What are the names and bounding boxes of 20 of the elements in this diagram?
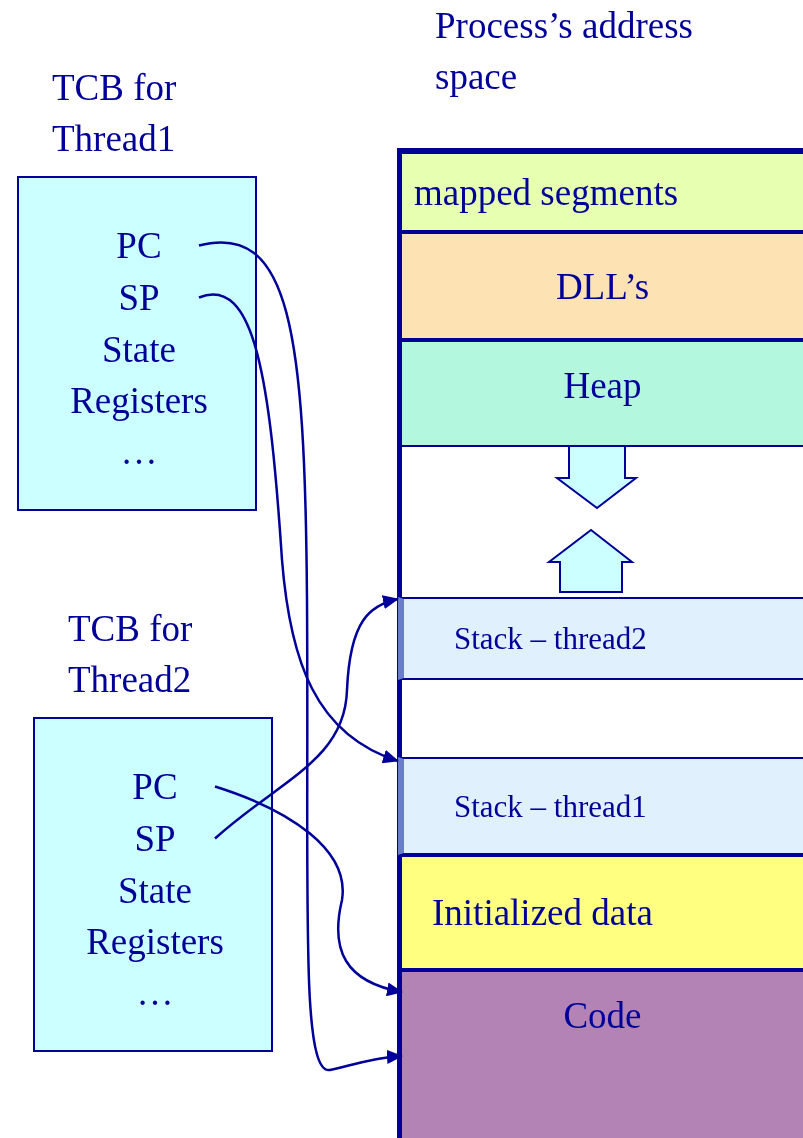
register-text: State Registers … bbox=[65, 865, 245, 1018]
box-heading: TCB for Thread2 bbox=[68, 607, 194, 702]
register-text: State Registers … bbox=[49, 324, 229, 477]
memory-segment: DLL’s bbox=[402, 232, 803, 340]
register-text: SP bbox=[95, 813, 215, 864]
box-heading: Process’s address space bbox=[435, 4, 694, 99]
memory-segment: mapped segments bbox=[402, 152, 803, 232]
box-heading: TCB for Thread1 bbox=[52, 66, 178, 161]
arrow bbox=[214, 785, 403, 996]
memory-segment: Heap bbox=[402, 340, 803, 447]
memory-segment: Initialized data bbox=[402, 855, 803, 970]
arrow bbox=[198, 241, 403, 1072]
register-text: SP bbox=[79, 272, 199, 323]
memory-segment: Code bbox=[402, 970, 803, 1138]
arrow bbox=[214, 595, 399, 840]
register-text: PC bbox=[95, 761, 215, 812]
memory-segment: Stack – thread2 bbox=[398, 597, 803, 680]
memory-segment: Stack – thread1 bbox=[398, 757, 803, 855]
arrow bbox=[198, 293, 399, 763]
register-text: PC bbox=[79, 220, 199, 271]
